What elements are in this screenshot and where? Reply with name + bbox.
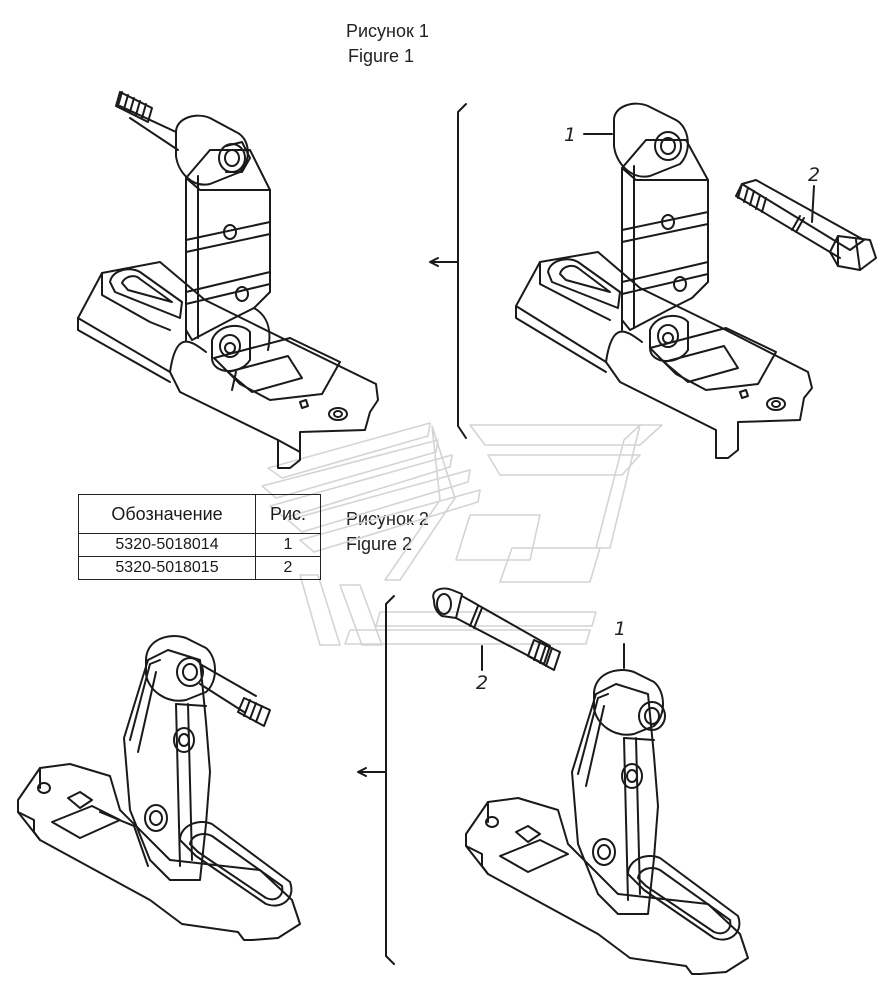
figure1-part1-bracket xyxy=(515,102,813,459)
callout-fig1-part2: 2 xyxy=(808,164,821,186)
figure1-part2-pin xyxy=(735,179,877,271)
cell-designation: 5320-5018015 xyxy=(78,556,256,580)
figure1-caption-ru: Рисунок 1 xyxy=(346,21,429,41)
figure2-caption-en: Figure 2 xyxy=(346,534,413,554)
cell-designation: 5320-5018014 xyxy=(78,533,256,557)
table-header-row: Обозначение Рис. xyxy=(78,494,321,534)
figure2-part2-pin xyxy=(432,587,561,671)
callout-fig2-part1: 1 xyxy=(614,618,627,640)
header-designation: Обозначение xyxy=(78,494,256,534)
figure2-brace xyxy=(357,595,395,965)
figure2-assembly-complete xyxy=(17,635,301,941)
watermark-logo xyxy=(261,422,663,646)
callout-fig2-part2: 2 xyxy=(476,672,489,694)
parts-designation-table: Обозначение Рис. 5320-5018014 1 5320-501… xyxy=(78,494,321,580)
figure1-assembly-complete xyxy=(77,91,379,469)
cell-figure: 1 xyxy=(255,533,321,557)
callout-fig1-part1: 1 xyxy=(564,124,577,146)
figure2-part1-bracket xyxy=(465,643,749,975)
cell-figure: 2 xyxy=(255,556,321,580)
header-figure: Рис. xyxy=(255,494,321,534)
figure1-caption-en: Figure 1 xyxy=(348,46,415,66)
table-row: 5320-5018014 1 xyxy=(78,533,321,557)
table-row: 5320-5018015 2 xyxy=(78,556,321,580)
figure1-brace xyxy=(429,103,467,439)
